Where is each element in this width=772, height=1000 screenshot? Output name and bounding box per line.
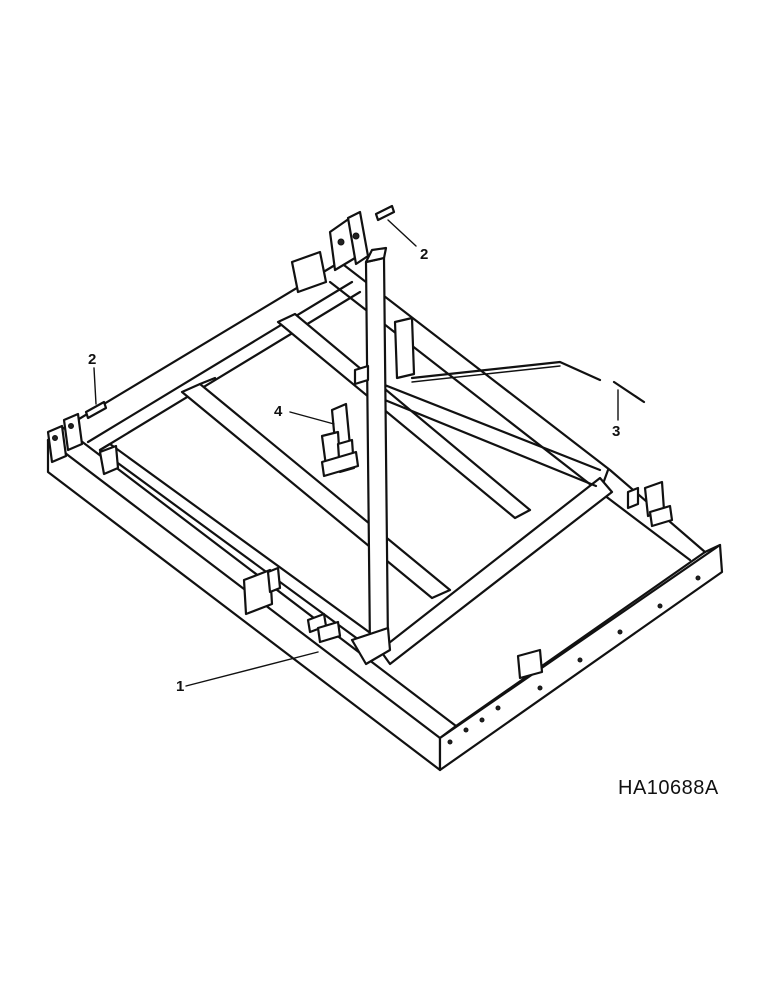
rear-beam-rivets: [447, 575, 701, 745]
right-hitch-bracket: [290, 210, 416, 380]
hitch-pin-right: [374, 204, 396, 222]
tie-rod: [410, 360, 646, 404]
callout-2-right: 2: [420, 246, 428, 263]
drawing-number: HA10688A: [618, 777, 719, 799]
callout-leaders: [93, 219, 619, 687]
hitch-pin-left: [84, 400, 108, 420]
bracket-part-4: [320, 402, 360, 478]
mast-tube: [350, 246, 392, 666]
right-end-brackets: [242, 480, 674, 680]
callout-3: 3: [612, 423, 620, 440]
left-hitch-bracket: [46, 412, 120, 476]
callout-4: 4: [274, 403, 283, 420]
callout-1: 1: [176, 678, 184, 695]
callout-2-left: 2: [88, 351, 96, 368]
